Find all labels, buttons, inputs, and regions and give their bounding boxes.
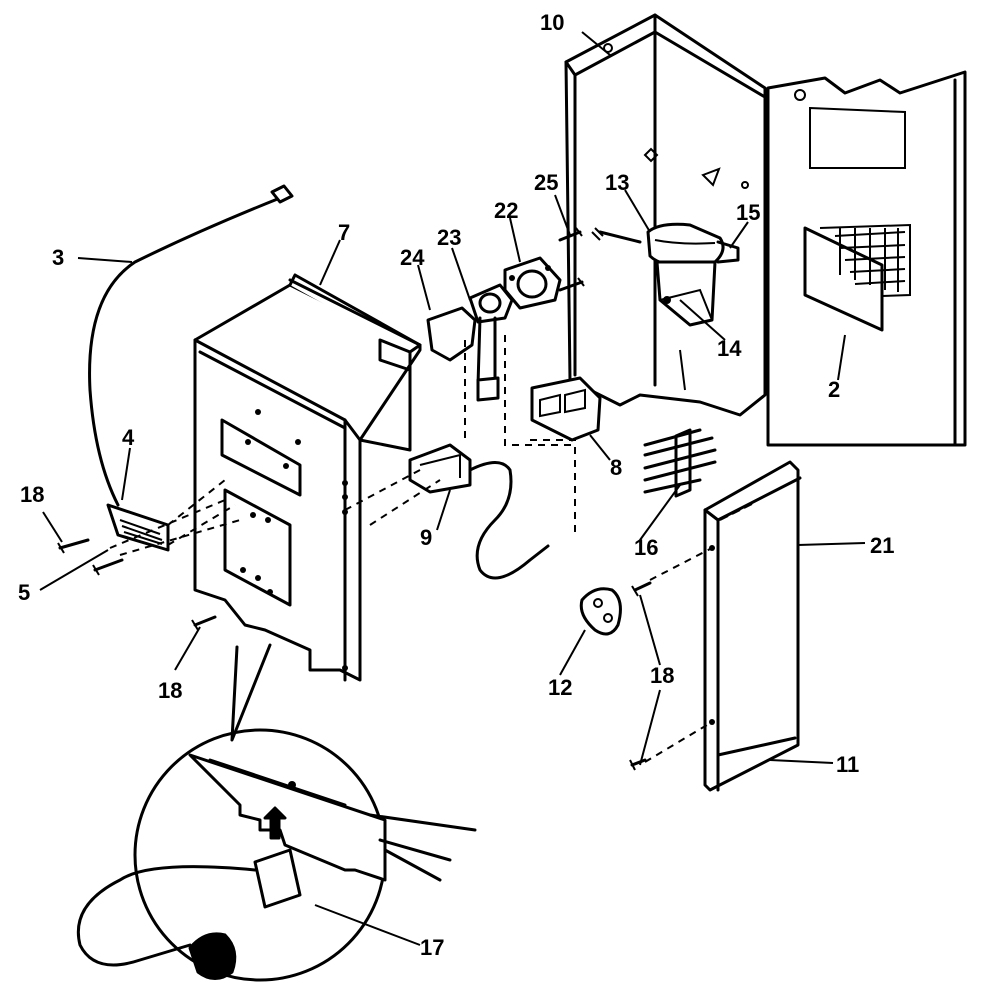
- callout-2: 2: [828, 377, 840, 402]
- callout-17: 17: [420, 935, 444, 960]
- screws-part-18: [629, 547, 713, 771]
- callout-labels: 2 3 4 5 7 8 9 10 11 12 13 14 15 16 17 18…: [18, 10, 894, 960]
- callout-12: 12: [548, 675, 572, 700]
- side-panel-part-2: [766, 70, 967, 447]
- callout-9: 9: [420, 525, 432, 550]
- callout-3: 3: [52, 245, 64, 270]
- leader-lines: [39, 31, 866, 946]
- control-box-part-7: [193, 273, 422, 682]
- switch-part-9: [344, 443, 550, 580]
- terminal-block-part-4: [57, 479, 241, 631]
- callout-18-bottom: 18: [158, 678, 182, 703]
- ground-wire-part-3: [88, 184, 294, 507]
- callout-14: 14: [717, 336, 742, 361]
- callout-10: 10: [540, 10, 564, 35]
- callout-5: 5: [18, 580, 30, 605]
- callout-21: 21: [870, 533, 894, 558]
- callout-25: 25: [534, 170, 558, 195]
- callout-16: 16: [634, 535, 658, 560]
- rear-housing-part-10: [564, 13, 772, 417]
- callout-18-left: 18: [20, 482, 44, 507]
- callout-13: 13: [605, 170, 629, 195]
- callout-22: 22: [494, 198, 518, 223]
- side-cover-part-21: [703, 460, 802, 792]
- callout-24: 24: [400, 245, 425, 270]
- cam-part-12: [579, 587, 622, 636]
- callout-18-right: 18: [650, 663, 674, 688]
- callout-23: 23: [437, 225, 461, 250]
- motor-group-parts-22-25: [426, 227, 585, 446]
- callout-15: 15: [736, 200, 760, 225]
- detail-callout-part-17: [76, 643, 477, 982]
- callout-7: 7: [338, 220, 350, 245]
- bracket-part-16: [643, 428, 717, 498]
- connector-block-part-8: [530, 376, 602, 535]
- callout-11: 11: [836, 752, 859, 777]
- callout-8: 8: [610, 455, 622, 480]
- callout-4: 4: [122, 425, 135, 450]
- relay-assembly-part-13: [591, 222, 740, 327]
